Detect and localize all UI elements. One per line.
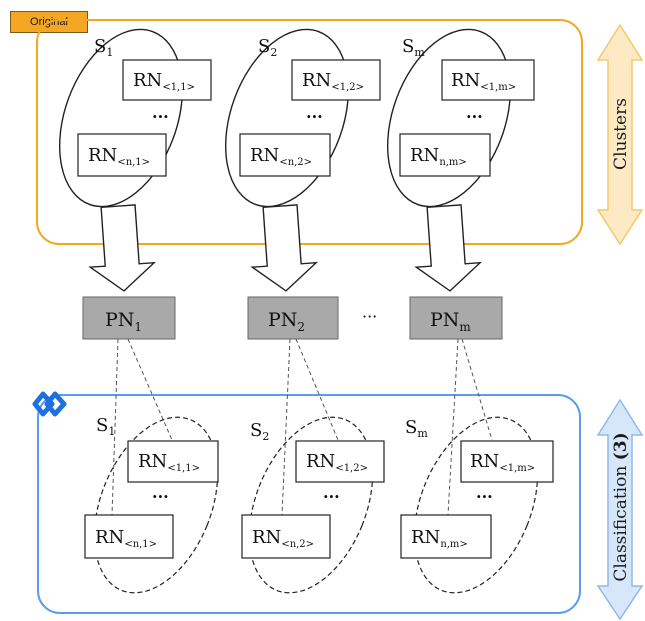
- rn-box: [77, 133, 167, 177]
- logo-icon: [32, 391, 67, 417]
- set-label: Sm: [402, 36, 425, 59]
- ellipsis-dots: ...: [466, 103, 483, 122]
- rn-label: RN<1,1>: [133, 70, 195, 93]
- rn-box: [127, 440, 219, 483]
- rn-label: RN<1,2>: [302, 70, 364, 93]
- down-arrow: [88, 204, 157, 292]
- rn-box: [239, 133, 331, 177]
- rn-box: [460, 440, 554, 483]
- cluster-ellipse-dashed-1: [93, 416, 219, 594]
- rn-label: RN<n,1>: [95, 527, 157, 550]
- cluster-ellipse-m: [386, 28, 512, 208]
- pn-box: [247, 296, 339, 340]
- pn-ellipsis: ···: [362, 307, 377, 326]
- rn-box: [399, 133, 491, 177]
- rn-label: RN<n,2>: [252, 527, 314, 550]
- pn-box: [82, 296, 176, 340]
- pn-label: PN2: [268, 309, 305, 334]
- classification-label: Classification (3): [611, 432, 631, 581]
- cluster-ellipse-1: [58, 28, 184, 208]
- set-label: S2: [250, 420, 269, 443]
- rn-label: RN<n,2>: [250, 145, 312, 168]
- ellipsis-dots: ...: [152, 103, 169, 122]
- rn-label: RN<1,2>: [306, 451, 368, 474]
- rn-box: [241, 514, 331, 559]
- rn-box: [84, 514, 174, 559]
- classification-double-arrow: [596, 398, 644, 621]
- rn-box: [400, 514, 492, 559]
- pn-label: PNm: [430, 309, 471, 334]
- pn-box: [409, 296, 503, 340]
- cluster-ellipse-2: [224, 28, 350, 208]
- rn-box: [295, 440, 385, 483]
- rn-label: RN<1,1>: [138, 451, 200, 474]
- rn-box: [122, 59, 212, 101]
- rn-box: [441, 59, 535, 101]
- rn-label: RNn,m>: [411, 527, 468, 550]
- clusters-double-arrow: [596, 23, 644, 246]
- clusters-label: Clusters: [611, 98, 631, 170]
- dashed-connectors: [111, 338, 493, 516]
- set-label: Sm: [405, 417, 428, 440]
- set-label: S2: [258, 36, 277, 59]
- down-arrow: [414, 204, 483, 292]
- clusters-frame: [36, 19, 583, 245]
- rn-label: RNn,m>: [410, 145, 467, 168]
- cluster-ellipse-dashed-m: [413, 416, 539, 594]
- ellipsis-dots: ...: [306, 103, 323, 122]
- rn-label: RN<n,1>: [88, 145, 150, 168]
- classification-frame: [37, 394, 581, 614]
- pn-label: PN1: [105, 309, 142, 334]
- ellipsis-dots: ...: [323, 483, 340, 502]
- down-arrow: [250, 204, 319, 292]
- cluster-ellipse-dashed-2: [248, 416, 374, 594]
- set-label: S1: [94, 36, 113, 59]
- rn-label: RN<1,m>: [451, 70, 516, 93]
- rn-label: RN<1,m>: [470, 451, 535, 474]
- rn-box: [291, 59, 381, 101]
- set-label: S1: [96, 415, 115, 438]
- ellipsis-dots: ...: [476, 483, 493, 502]
- ellipsis-dots: ...: [152, 483, 169, 502]
